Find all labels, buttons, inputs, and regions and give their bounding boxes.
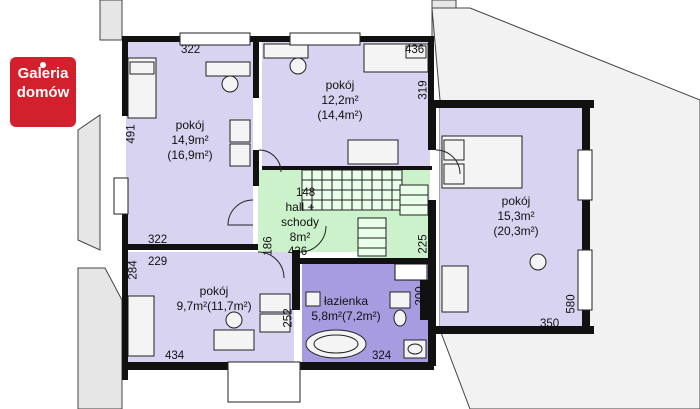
chair-bottom-left: [225, 311, 243, 329]
door-hall-bottom: [257, 251, 285, 279]
dim-322-mid: 322: [148, 234, 168, 246]
room-area: 12,2m²: [321, 93, 359, 107]
toilet: [389, 291, 411, 309]
window-top-left: [179, 32, 251, 46]
bed-bottom-left: [127, 295, 155, 357]
logo-line2: domów: [16, 84, 70, 101]
dim-200: 200: [414, 286, 427, 306]
desk-bottom-left: [213, 329, 255, 351]
dim-580: 580: [565, 294, 578, 314]
room-area-total: (16,9m²): [167, 148, 213, 162]
roof-left-bay: [77, 114, 101, 251]
dim-148: 148: [296, 187, 316, 199]
room-name: pokój: [199, 284, 229, 298]
room-area: 9,7m²(11,7m²): [176, 299, 252, 313]
wardrobe-bottom-left-2: [259, 313, 291, 333]
room-area-total: (20,3m²): [493, 224, 539, 238]
room-right-label: pokój 15,3m² (20,3m²): [476, 194, 556, 239]
desk-right: [441, 265, 469, 313]
chair-left: [221, 75, 239, 93]
window-right-2: [577, 249, 593, 311]
room-left-top-label: pokój 14,9m² (16,9m²): [150, 118, 230, 163]
wardrobe-left-1: [229, 119, 251, 143]
hall-area: 8m²: [289, 230, 311, 244]
washbasin: [305, 291, 321, 307]
chair-right: [529, 253, 547, 271]
windows: [113, 32, 593, 403]
wardrobe-left-2: [229, 143, 251, 167]
window-bottom: [227, 361, 301, 403]
bathroom-label: łazienka 5,8m²(7,2m²): [304, 294, 388, 324]
room-name: pokój: [501, 194, 531, 208]
stairs: [301, 169, 429, 257]
dim-436-mid: 436: [288, 246, 308, 258]
room-area: 5,8m²(7,2m²): [311, 309, 381, 323]
wardrobe-bottom-left: [259, 293, 291, 313]
room-name: łazienka: [323, 294, 369, 308]
hall-label: hall + schody 8m²: [270, 200, 330, 245]
bathtub: [305, 329, 367, 359]
dim-322-top: 322: [181, 44, 201, 56]
room-center-top-label: pokój 12,2m² (14,4m²): [300, 78, 380, 123]
desk-center: [263, 43, 309, 59]
room-area: 15,3m²: [497, 209, 535, 223]
dim-225: 225: [417, 234, 430, 254]
hall-line2: schody: [280, 215, 320, 229]
chair-center: [289, 57, 307, 75]
dim-434: 434: [165, 350, 185, 362]
cabinet-center: [347, 139, 399, 165]
roof-top-left: [99, 0, 123, 41]
galeria-domow-logo: [10, 57, 76, 127]
desk-left: [205, 61, 251, 77]
dim-252: 252: [282, 308, 295, 328]
dim-284: 284: [127, 260, 140, 280]
room-name: pokój: [175, 118, 205, 132]
dim-491: 491: [125, 124, 138, 144]
door-left-room: [227, 199, 254, 226]
furniture: [127, 43, 547, 359]
dim-229: 229: [148, 256, 168, 268]
window-left: [113, 177, 129, 215]
roof-bottom-left: [77, 267, 123, 409]
dim-324: 324: [372, 350, 392, 362]
room-area: 14,9m²: [171, 133, 209, 147]
dim-436-top: 436: [405, 44, 425, 56]
doors: [227, 149, 461, 279]
hall-line1: hall +: [285, 200, 315, 214]
door-center-room: [258, 149, 282, 173]
room-area-total: (14,4m²): [317, 108, 363, 122]
window-right: [577, 149, 593, 201]
dim-319: 319: [417, 80, 430, 100]
dim-186: 186: [262, 236, 275, 256]
room-name: pokój: [325, 78, 355, 92]
window-top-center: [289, 32, 361, 46]
room-bottom-left-label: pokój 9,7m²(11,7m²): [164, 284, 264, 314]
door-right-room: [435, 149, 461, 175]
logo-line1: Galeria: [17, 65, 69, 82]
dim-350: 350: [540, 318, 560, 330]
door-bathroom: [299, 225, 327, 253]
logo-text: Galeria domów: [8, 64, 78, 102]
